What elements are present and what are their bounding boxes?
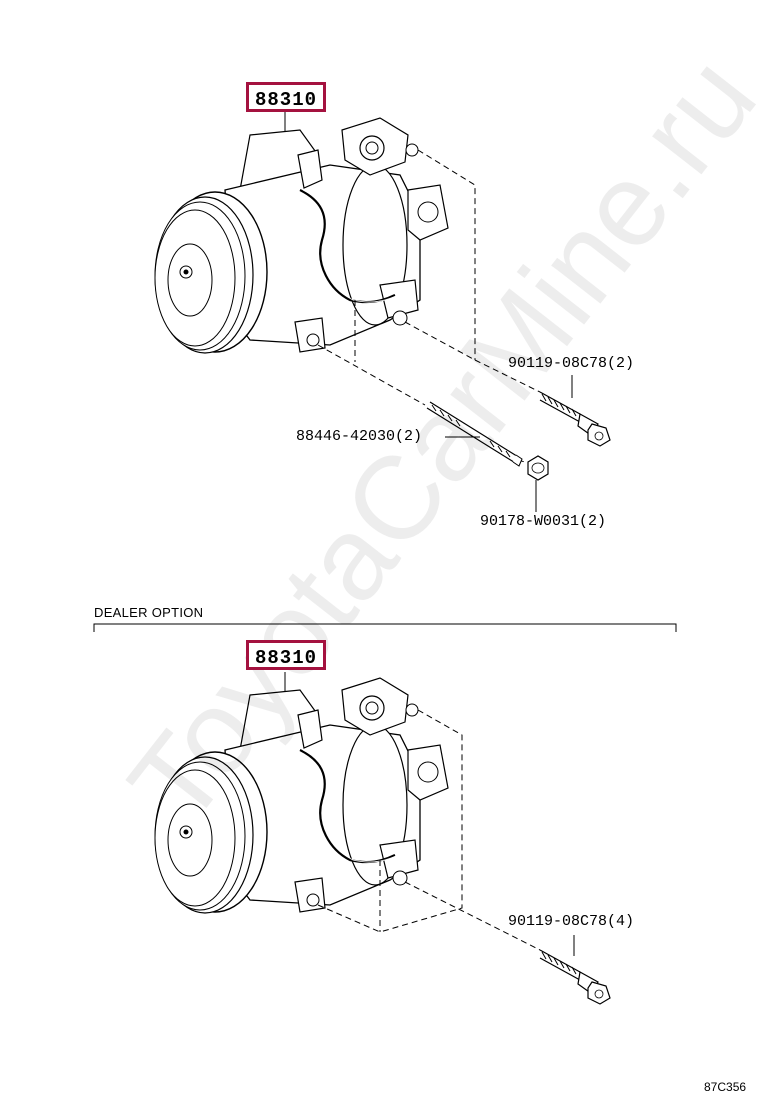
dealer-option-label: DEALER OPTION — [94, 605, 204, 620]
callout-stud[interactable]: 88446-42030(2) — [296, 428, 423, 445]
bolt-90119-bottom — [539, 949, 611, 1005]
dealer-option-bracket — [93, 623, 677, 632]
part-number-88310-top[interactable]: 88310 — [246, 82, 327, 112]
nut-90178 — [527, 455, 549, 481]
stud-88446 — [426, 401, 523, 467]
compressor-assembly-top — [153, 110, 541, 466]
callout-nut[interactable]: 90178-W0031(2) — [480, 513, 607, 530]
callout-bolt-bottom[interactable]: 90119-08C78(4) — [508, 913, 635, 930]
callout-bolt-top[interactable]: 90119-08C78(2) — [508, 355, 635, 372]
figure-code: 87C356 — [704, 1080, 747, 1094]
part-number-88310-bottom[interactable]: 88310 — [246, 640, 327, 670]
compressor-assembly-bottom — [153, 670, 541, 951]
bolt-90119-top — [539, 391, 611, 447]
